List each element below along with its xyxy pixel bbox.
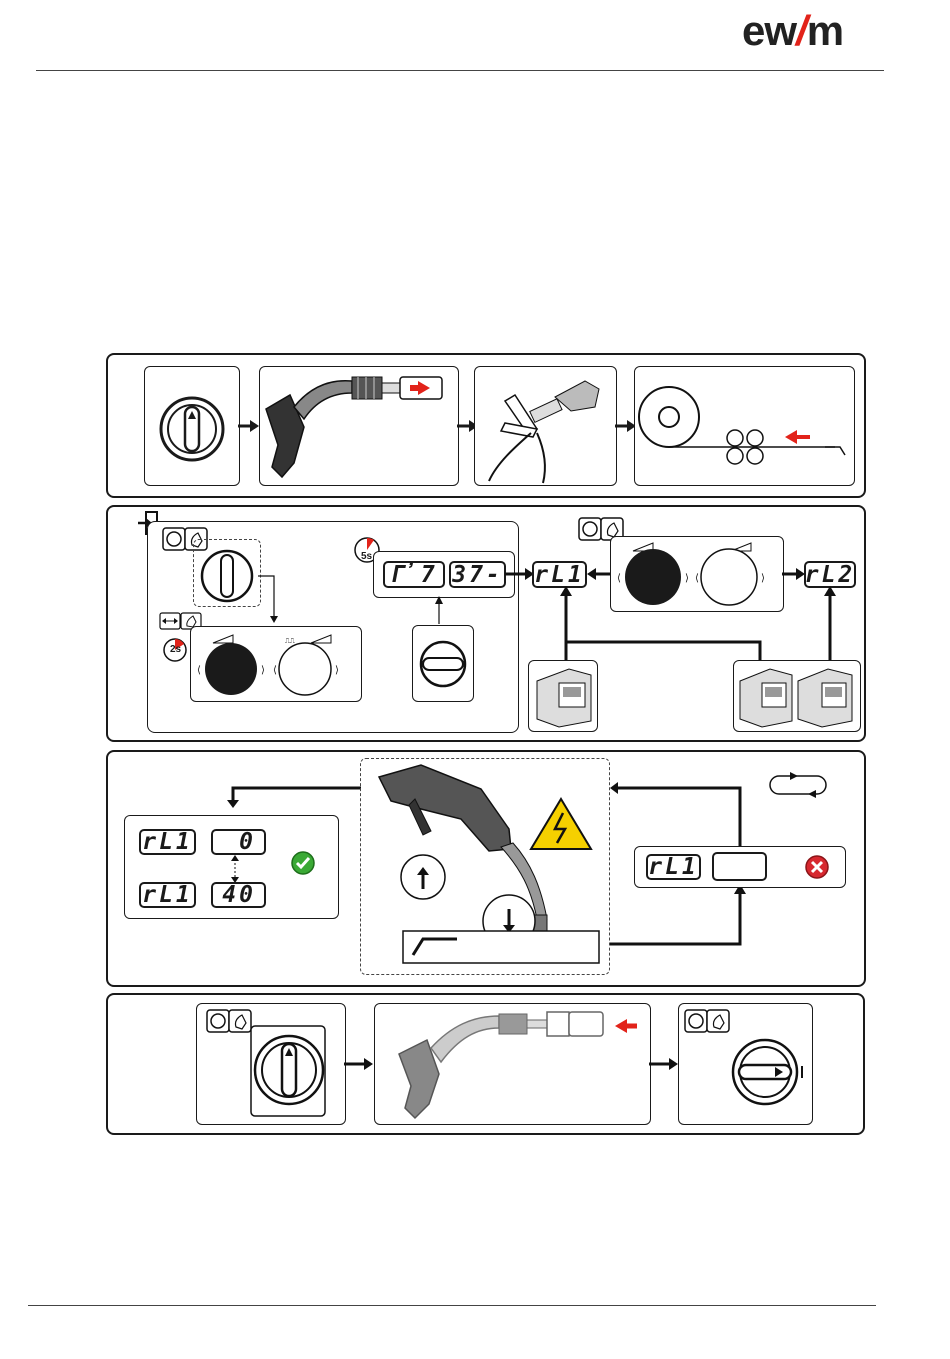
timer-5s-label: 5s <box>361 551 372 562</box>
rotary-switch-on-icon <box>679 1004 812 1124</box>
svg-text:⟨: ⟨ <box>695 573 699 584</box>
svg-text:⎍⎍: ⎍⎍ <box>285 638 295 645</box>
arrow-left-icon <box>587 567 611 581</box>
svg-text:⟩: ⟩ <box>335 665 339 676</box>
rotary-switch-off-icon <box>145 367 239 485</box>
torch-safety-frame <box>360 758 610 975</box>
arrow-result-icon <box>225 780 365 808</box>
display-rl1-main: rL1 <box>532 561 587 588</box>
double-arrow-icon <box>228 855 242 883</box>
reassemble-knob-box <box>196 1003 346 1125</box>
rotary-switch-on-icon <box>413 626 473 701</box>
torch-trigger-icon <box>361 759 609 974</box>
display-err-blank <box>712 852 767 881</box>
arc-loop-icon <box>768 774 828 796</box>
arrow-up-icon <box>432 596 446 626</box>
knob-on-box <box>412 625 474 702</box>
knob-off-box <box>144 366 240 486</box>
svg-text:⟨: ⟨ <box>197 665 201 676</box>
svg-text:⟨: ⟨ <box>617 573 621 584</box>
arrow-right-icon <box>782 567 806 581</box>
machine-connector-lines <box>560 586 840 662</box>
svg-text:⟨: ⟨ <box>273 665 277 676</box>
footer-rule <box>28 1305 876 1306</box>
welding-machine-icon <box>529 661 597 731</box>
switch-on-box <box>678 1003 813 1125</box>
display-rl1-err: rL1 <box>646 854 701 880</box>
display-val-0: 0 <box>211 829 266 855</box>
connector-line <box>258 574 280 624</box>
welding-machine-pair-icon <box>734 661 860 731</box>
svg-text:⟩: ⟩ <box>761 573 765 584</box>
welding-torch-icon <box>375 1004 650 1124</box>
arrow-right-icon <box>505 567 535 581</box>
rotary-switch-off-icon <box>197 1004 345 1124</box>
arrow-right-icon <box>649 1056 681 1072</box>
display-m7: Γ̓7 <box>383 561 445 588</box>
svg-text:⟩: ⟩ <box>261 665 265 676</box>
torch-attach-nozzle-box <box>374 1003 651 1125</box>
display-rl1-res2: rL1 <box>139 882 196 908</box>
dual-knob-panel-icon: ⎍⎍ ⟨ ⟩ ⟨ ⟩ <box>191 627 361 701</box>
machine-single-box <box>528 660 598 732</box>
display-rl2: rL2 <box>804 561 856 588</box>
display-rl1-res1: rL1 <box>139 829 196 855</box>
wire-spool-box <box>634 366 855 486</box>
machine-double-box <box>733 660 861 732</box>
ok-check-icon <box>290 850 316 876</box>
control-panel-left: ⎍⎍ ⟨ ⟩ ⟨ ⟩ <box>190 626 362 702</box>
svg-text:⟩: ⟩ <box>685 573 689 584</box>
error-cross-icon <box>804 854 830 880</box>
program-knob-icon <box>194 540 260 606</box>
header-rule <box>36 70 884 71</box>
display-37: 37- <box>449 561 506 588</box>
program-knob-dotted <box>193 539 261 607</box>
timer-2s-label: 2s <box>170 644 181 655</box>
wire-cutter-icon <box>475 367 616 485</box>
ewm-logo: ew/m <box>742 6 870 56</box>
arrow-right-icon <box>344 1056 376 1072</box>
wire-spool-feed-icon <box>635 367 854 485</box>
torch-remove-nozzle-box <box>259 366 459 486</box>
cut-wire-box <box>474 366 617 486</box>
display-val-40: 40 <box>211 882 266 908</box>
welding-torch-icon <box>260 367 458 485</box>
arrow-right-icon <box>238 418 260 434</box>
